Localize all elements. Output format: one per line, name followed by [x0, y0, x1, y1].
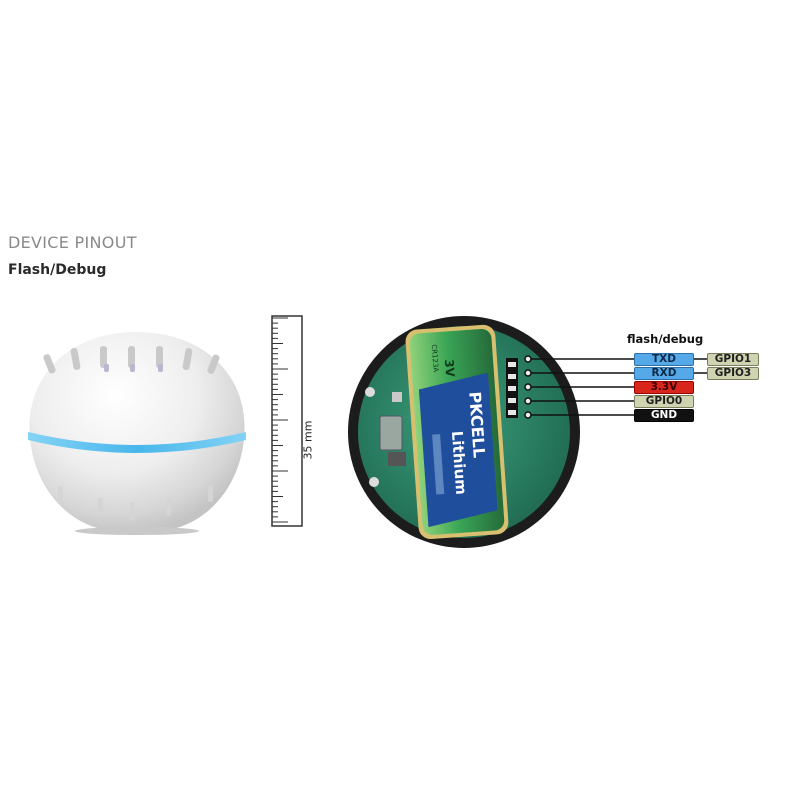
pin-label-gnd: GND — [634, 409, 694, 422]
pin-connector-lines — [524, 355, 634, 419]
device-open-image: 3V CR123A PKCELL Lithium — [348, 316, 580, 548]
pin-label-gpio0: GPIO0 — [634, 395, 694, 408]
gpio-label-gpio3: GPIO3 — [707, 367, 759, 380]
battery-brand: PKCELL — [465, 391, 489, 459]
page-heading: DEVICE PINOUT — [8, 233, 137, 252]
gpio-connector-lines — [694, 358, 708, 374]
ruler-scale — [271, 315, 303, 527]
page-subheading: Flash/Debug — [8, 262, 107, 278]
battery-type: Lithium — [448, 430, 470, 495]
ruler-label: 35 mm — [301, 420, 315, 460]
pinout-title: flash/debug — [627, 332, 704, 346]
pin-label-rxd: RXD — [634, 367, 694, 380]
battery-voltage: 3V — [442, 359, 457, 378]
pin-label-3v3: 3.3V — [634, 381, 694, 394]
gpio-label-gpio1: GPIO1 — [707, 353, 759, 366]
battery-model: CR123A — [430, 344, 440, 373]
pin-label-txd: TXD — [634, 353, 694, 366]
device-sphere-image — [28, 332, 246, 535]
